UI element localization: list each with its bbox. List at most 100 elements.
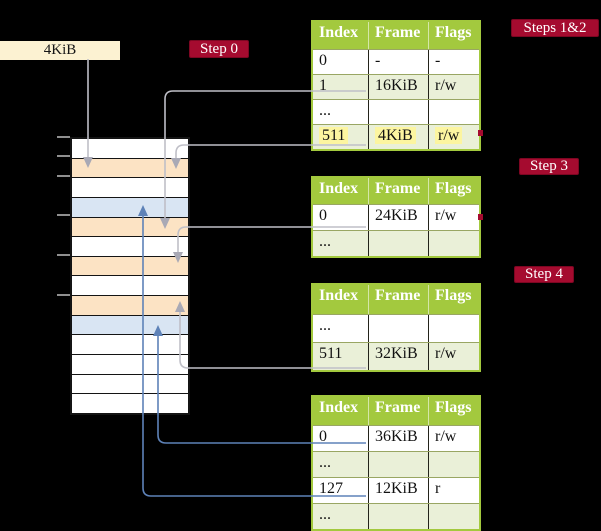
red-marker-table1-row511 bbox=[478, 130, 483, 136]
memory-frame-row-11 bbox=[72, 354, 188, 374]
memory-frame-row-3 bbox=[72, 196, 188, 217]
page-table-step-4a-row-0: ... bbox=[313, 314, 479, 342]
table-cell bbox=[368, 231, 428, 256]
table-cell: 12KiB bbox=[368, 478, 428, 503]
table-cell: r/w bbox=[428, 426, 479, 451]
column-header-flags: Flags bbox=[428, 285, 479, 314]
table-cell: r/w bbox=[428, 75, 479, 99]
memory-frame-row-13 bbox=[72, 393, 188, 413]
highlighted-value: 511 bbox=[319, 127, 349, 144]
column-header-index: Index bbox=[319, 180, 359, 197]
frame-size-box: 4KiB bbox=[0, 41, 120, 60]
table-cell: r bbox=[428, 478, 479, 503]
table-cell: 511 bbox=[313, 125, 368, 149]
column-header-index: Index bbox=[319, 399, 359, 416]
table-cell bbox=[368, 100, 428, 124]
table-cell: 0 bbox=[319, 428, 327, 445]
table-cell: 16KiB bbox=[368, 75, 428, 99]
column-header-index: Index bbox=[319, 24, 359, 41]
column-header-frame: Frame bbox=[368, 397, 428, 425]
table-cell: 1 bbox=[319, 77, 327, 94]
step-badge-3-label: Step 3 bbox=[530, 158, 568, 174]
memory-frame-row-4 bbox=[72, 216, 188, 237]
table-cell: 4KiB bbox=[368, 125, 428, 149]
column-header-frame: Frame bbox=[368, 22, 428, 49]
memory-frame-row-10 bbox=[72, 334, 188, 355]
step-badge-0-label: Step 0 bbox=[200, 41, 238, 57]
table-cell: 127 bbox=[319, 480, 343, 497]
page-table-step-3-row-1: ... bbox=[313, 230, 479, 256]
memory-frame-row-6 bbox=[72, 255, 188, 276]
memory-frame-row-0 bbox=[72, 139, 188, 158]
table-cell: 0 bbox=[319, 207, 327, 224]
table-cell bbox=[428, 315, 479, 342]
column-header-frame: Frame bbox=[368, 178, 428, 204]
column-header-flags: Flags bbox=[428, 178, 479, 204]
frame-size-label: 4KiB bbox=[43, 42, 77, 58]
column-header-flags: Flags bbox=[428, 397, 479, 425]
table-cell: r/w bbox=[428, 343, 479, 370]
highlighted-value: r/w bbox=[435, 127, 463, 144]
table-cell: 32KiB bbox=[368, 343, 428, 370]
page-table-steps-1-2-row-2: ... bbox=[313, 99, 479, 124]
table-cell: ... bbox=[319, 102, 331, 119]
address-tick-3 bbox=[57, 214, 70, 216]
page-table-steps-1-2-row-3: 511 4KiB r/w bbox=[313, 124, 479, 149]
step-badge-3: Step 3 bbox=[519, 158, 579, 175]
table-cell: ... bbox=[319, 317, 331, 334]
memory-frame-row-2 bbox=[72, 177, 188, 197]
table-cell bbox=[428, 504, 479, 529]
memory-frame-row-7 bbox=[72, 275, 188, 296]
memory-frame-row-8 bbox=[72, 295, 188, 315]
red-marker-table2-row0 bbox=[478, 214, 483, 220]
memory-frame-row-9 bbox=[72, 314, 188, 335]
table-cell: - bbox=[428, 50, 479, 74]
step-badge-0: Step 0 bbox=[189, 40, 249, 58]
table-cell bbox=[428, 100, 479, 124]
step-badge-1-2: Steps 1&2 bbox=[511, 19, 599, 37]
table-cell: ... bbox=[319, 454, 331, 471]
page-table-step-4b-row-3: ... bbox=[313, 503, 479, 529]
column-header-flags: Flags bbox=[428, 22, 479, 49]
step-badge-1-2-label: Steps 1&2 bbox=[523, 20, 587, 36]
memory-frame-row-12 bbox=[72, 373, 188, 394]
page-table-step-4b-row-1: ... bbox=[313, 451, 479, 477]
page-table-steps-1-2-row-0: 0-- bbox=[313, 49, 479, 74]
address-tick-4 bbox=[57, 254, 70, 256]
table-cell: ... bbox=[319, 233, 331, 250]
memory-frame-row-1 bbox=[72, 157, 188, 178]
column-header-frame: Frame bbox=[368, 285, 428, 314]
highlighted-value: 4KiB bbox=[375, 127, 416, 144]
table-cell bbox=[368, 504, 428, 529]
table-cell bbox=[428, 231, 479, 256]
table-cell: 36KiB bbox=[368, 426, 428, 451]
address-tick-0 bbox=[57, 136, 70, 138]
table-cell: r/w bbox=[428, 205, 479, 230]
memory-frame-row-5 bbox=[72, 236, 188, 256]
table-cell: 24KiB bbox=[368, 205, 428, 230]
step-badge-4: Step 4 bbox=[514, 266, 574, 283]
table-cell: 511 bbox=[319, 345, 343, 362]
table-cell: r/w bbox=[428, 125, 479, 149]
physical-memory-column bbox=[70, 137, 190, 415]
address-tick-5 bbox=[57, 294, 70, 296]
address-tick-2 bbox=[57, 175, 70, 177]
table-cell bbox=[368, 315, 428, 342]
address-tick-1 bbox=[57, 155, 70, 157]
table-cell: ... bbox=[319, 506, 331, 523]
table-cell bbox=[368, 452, 428, 477]
table-cell: 0 bbox=[319, 52, 327, 69]
